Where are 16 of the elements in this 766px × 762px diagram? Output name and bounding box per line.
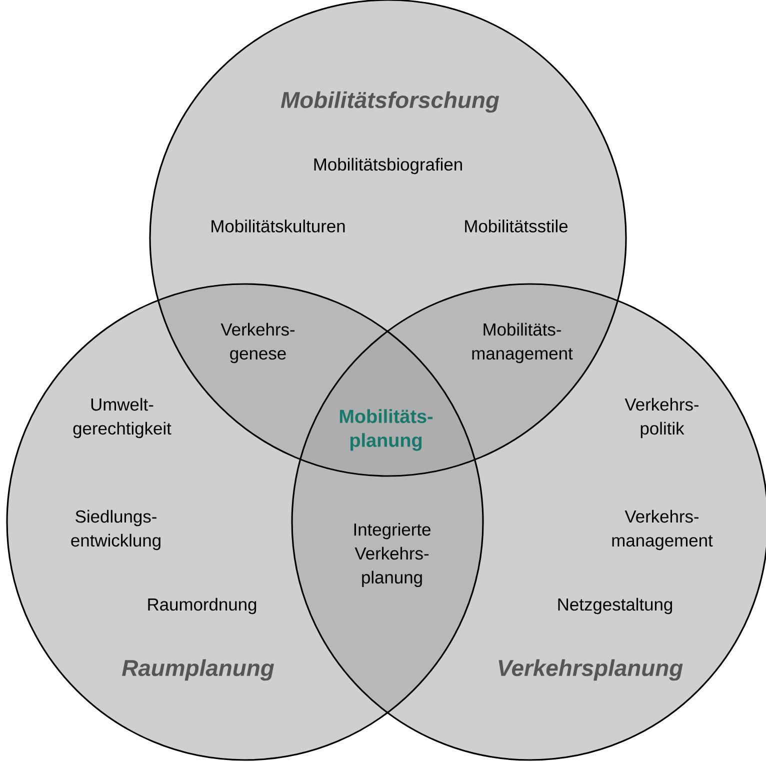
circle-title: Raumplanung	[122, 659, 274, 681]
topic-label: Netzgestaltung	[558, 598, 672, 614]
topic-label: Verkehrs- management	[612, 510, 713, 550]
overlap-label: Integrierte Verkehrs- planung	[354, 522, 430, 588]
topic-label: Mobilitätsstile	[465, 220, 568, 232]
circle-title: Mobilitätsforschung	[280, 91, 500, 113]
topic-label: Verkehrs- politik	[624, 398, 699, 438]
topic-label: Raumordnung	[148, 598, 256, 614]
topic-label: Mobilitätsbiografien	[314, 158, 462, 174]
overlap-label: Mobilitäts- management	[472, 322, 573, 364]
circle-title: Verkehrsplanung	[498, 659, 683, 681]
topic-label: Mobilitätskulturen	[212, 220, 345, 232]
topic-label: Siedlungs- entwicklung	[71, 510, 160, 550]
topic-label: Umwelt- gerechtigkeit	[73, 398, 172, 438]
overlap-label: Verkehrs- genese	[220, 322, 295, 364]
center-label: Mobilitäts- planung	[340, 409, 433, 451]
